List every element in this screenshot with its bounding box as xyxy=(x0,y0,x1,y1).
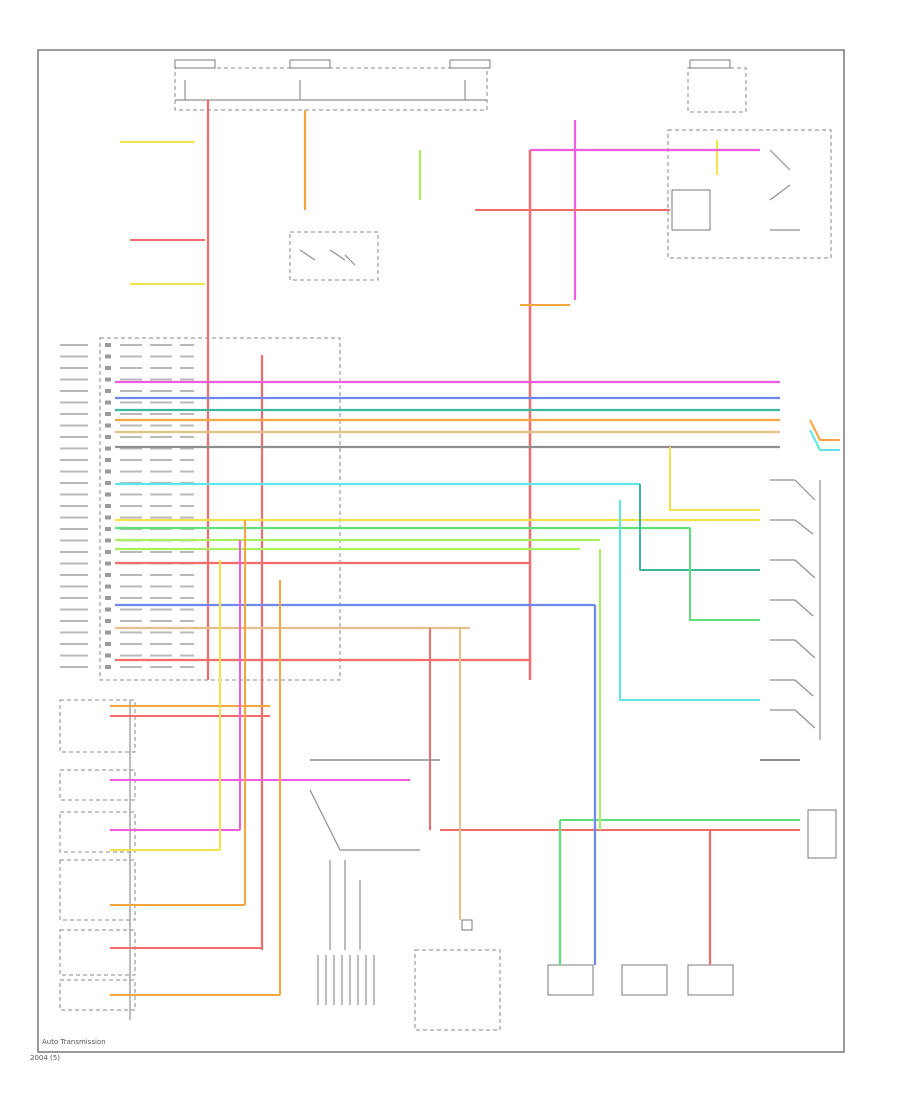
pcm-pin xyxy=(105,642,111,646)
left-components xyxy=(59,699,136,1020)
pcm-pin xyxy=(105,630,111,635)
wire-yellow-right xyxy=(669,447,760,511)
pcm-pin xyxy=(105,573,111,577)
pcm-pin xyxy=(105,607,111,612)
pcm-pin xyxy=(105,366,111,370)
pcm-pin xyxy=(105,481,111,485)
ignition-switch xyxy=(289,231,379,281)
pcm-pin xyxy=(105,538,111,543)
wire-teal-right xyxy=(639,484,760,571)
wire-gray-grounds xyxy=(329,860,361,950)
pcm-pin xyxy=(105,492,111,497)
pcm-pin xyxy=(105,596,111,600)
pcm-pin xyxy=(105,619,111,623)
diagram-frame xyxy=(37,49,845,1053)
pcm-pin xyxy=(105,653,111,658)
pcm-pin xyxy=(105,665,111,669)
bottom-label: Auto Transmission xyxy=(42,1038,106,1046)
pcm-pin xyxy=(105,423,111,428)
pcm-pin xyxy=(105,354,111,359)
pcm-pin xyxy=(105,389,111,393)
wire-gray-ground xyxy=(309,789,420,851)
top-fuse-rail xyxy=(174,59,747,113)
pcm-pin xyxy=(105,400,111,405)
pcm-pin xyxy=(105,561,111,566)
pcm-pin xyxy=(105,469,111,474)
wire-cyan-right xyxy=(619,500,760,701)
powertrain-control-module xyxy=(60,337,341,681)
pcm-pin xyxy=(105,343,111,347)
pcm-pin xyxy=(105,515,111,520)
pcm-pin xyxy=(105,435,111,439)
wire-green-right xyxy=(689,528,760,621)
pcm-pin xyxy=(105,446,111,451)
wire-cyan-far-right xyxy=(809,429,840,451)
pcm-pin xyxy=(105,584,111,589)
pcm-pin xyxy=(105,377,111,382)
pcm-pin xyxy=(105,527,111,531)
power-distribution-box xyxy=(667,129,832,259)
wire-orange-far-right xyxy=(809,419,840,441)
pcm-pin xyxy=(105,504,111,508)
bottom-components xyxy=(317,919,734,1031)
wire-layer xyxy=(110,100,840,996)
pcm-pin xyxy=(105,458,111,462)
pcm-pin xyxy=(105,412,111,416)
pcm-pin xyxy=(105,550,111,554)
footer-code: 2004 (5) xyxy=(30,1054,60,1062)
transmission-control-switch xyxy=(770,479,837,859)
